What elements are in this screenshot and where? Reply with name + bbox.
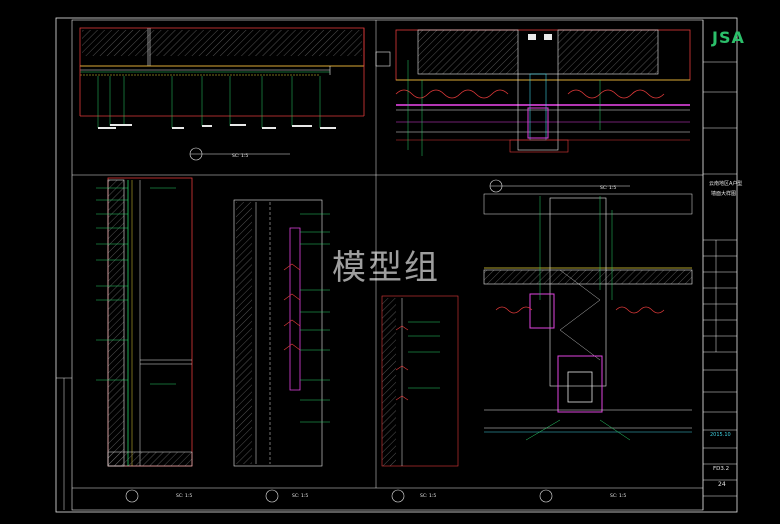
detail-window-section [483,193,693,503]
detail-wall-section-a [96,177,193,503]
project-name: 云南地区A户型 [709,181,743,187]
sheet-number: 24 [718,481,726,488]
title-block-grid [703,61,737,497]
drawing-name: 墙面大样图 [711,191,737,197]
company-logo: JSA [712,28,745,47]
watermark: 模型组 [332,248,440,288]
drawing-date: 2015.10 [710,432,731,438]
detail-scale-label: SC: 1:5 [610,494,627,499]
detail-wall-section-c [381,295,459,503]
detail-wall-section-b [233,199,330,503]
detail-window-head [395,29,691,193]
detail-ceiling-section [79,27,391,161]
detail-scale-label: SC: 1:5 [232,154,249,159]
drawing-code: FD3.2 [713,466,730,472]
detail-scale-label: SC: 1:5 [420,494,437,499]
sheet-border [55,17,738,513]
detail-scale-label: SC: 1:5 [292,494,309,499]
detail-scale-label: SC: 1:5 [176,494,193,499]
detail-scale-label: SC: 1:5 [600,186,617,191]
